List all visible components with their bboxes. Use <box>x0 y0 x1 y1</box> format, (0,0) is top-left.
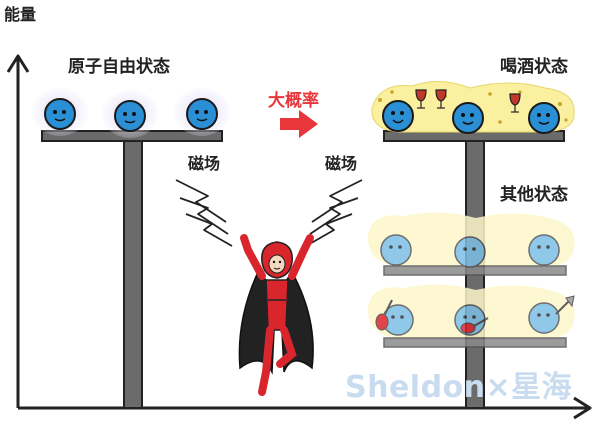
other-atom <box>380 234 412 266</box>
transition-arrow <box>280 110 318 138</box>
axes <box>6 54 592 420</box>
magnet-hero-icon <box>238 234 314 396</box>
free-atom <box>186 98 218 130</box>
free-atom-state-label: 原子自由状态 <box>68 57 170 77</box>
probability-label: 大概率 <box>268 91 319 111</box>
free-atom <box>44 98 76 130</box>
drinking-atoms-group <box>371 81 575 134</box>
wine-glass-icon <box>509 93 521 113</box>
drinking-atom <box>528 102 560 134</box>
other-state-label: 其他状态 <box>500 185 568 205</box>
lightning-left-icon <box>175 179 233 247</box>
free-atom <box>114 100 146 132</box>
wine-glass-icon <box>415 89 427 109</box>
axe-icon <box>555 295 575 315</box>
other-atom <box>528 234 560 266</box>
lightning-right-icon <box>305 179 363 247</box>
other-states-group <box>367 212 575 348</box>
free-atoms-group <box>32 88 230 138</box>
other-atom <box>528 302 560 334</box>
guitar-icon <box>375 299 393 331</box>
magnetic-field-label-right: 磁场 <box>325 154 358 173</box>
other-atom <box>454 236 486 268</box>
watermark: Sheldon×星海 <box>345 370 573 405</box>
drinking-state-label: 喝酒状态 <box>500 57 568 77</box>
drinking-atom <box>382 100 414 132</box>
guitar-icon <box>460 317 489 334</box>
y-axis-label: 能量 <box>4 5 37 24</box>
magnetic-field-label-left: 磁场 <box>188 154 221 173</box>
drinking-atom <box>452 102 484 134</box>
wine-glass-icon <box>435 89 447 109</box>
